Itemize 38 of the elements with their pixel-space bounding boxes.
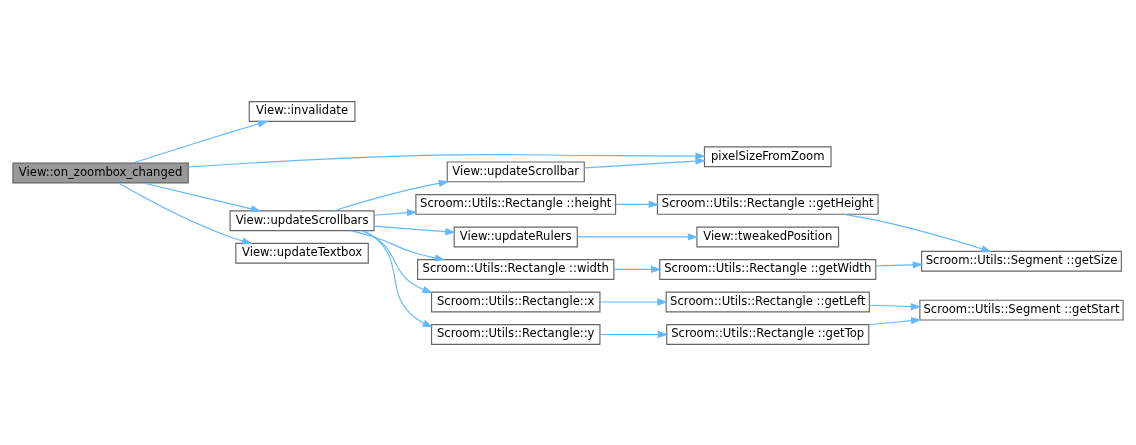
arrow — [373, 225, 456, 235]
arrow — [187, 152, 706, 168]
node-box: Scroom::Utils::Rectangle ::height — [415, 193, 617, 215]
node-box: Scroom::Utils::Rectangle ::getLeft — [665, 291, 870, 312]
node-box: Scroom::Utils::Rectangle ::getHeight — [656, 193, 879, 215]
arrow — [869, 302, 922, 310]
node-box: View::invalidate — [248, 100, 356, 122]
arrow — [599, 330, 669, 338]
node-box: Scroom::Utils::Rectangle ::getWidth — [659, 258, 877, 280]
arrow — [363, 229, 433, 328]
arrow — [875, 260, 924, 268]
node-box: Scroom::Utils::Segment ::getStart — [919, 299, 1124, 321]
node-box: Scroom::Utils::Rectangle ::getTop — [666, 323, 870, 345]
node-box: Scroom::Utils::Segment ::getSize — [921, 250, 1122, 272]
node-box: View::tweakedPosition — [696, 226, 840, 247]
arrow — [333, 179, 450, 211]
arrow — [373, 208, 418, 216]
arrow — [576, 232, 699, 241]
node-box: Scroom::Utils::Rectangle::x — [430, 291, 601, 312]
node-box: View::updateScrollbars — [229, 209, 375, 231]
arrow — [599, 297, 668, 306]
arrow — [350, 229, 446, 261]
arrow — [613, 265, 662, 273]
arrow — [583, 156, 706, 168]
node-box: Scroom::Utils::Rectangle ::width — [417, 258, 615, 280]
node-box: View::on_zoombox_changed — [12, 162, 189, 183]
arrow — [868, 316, 922, 325]
node-box: View::updateTextbox — [235, 242, 369, 264]
arrow — [118, 182, 253, 244]
arrow — [615, 200, 660, 208]
node-box: pixelSizeFromZoom — [703, 145, 832, 167]
node-box: View::updateRulers — [453, 226, 578, 247]
node-box: View::updateScrollbar — [446, 160, 585, 182]
arrow — [142, 181, 262, 212]
arrow — [132, 119, 269, 164]
node-box: Scroom::Utils::Rectangle::y — [430, 323, 601, 345]
arrow — [360, 229, 433, 293]
arrow — [843, 213, 992, 252]
